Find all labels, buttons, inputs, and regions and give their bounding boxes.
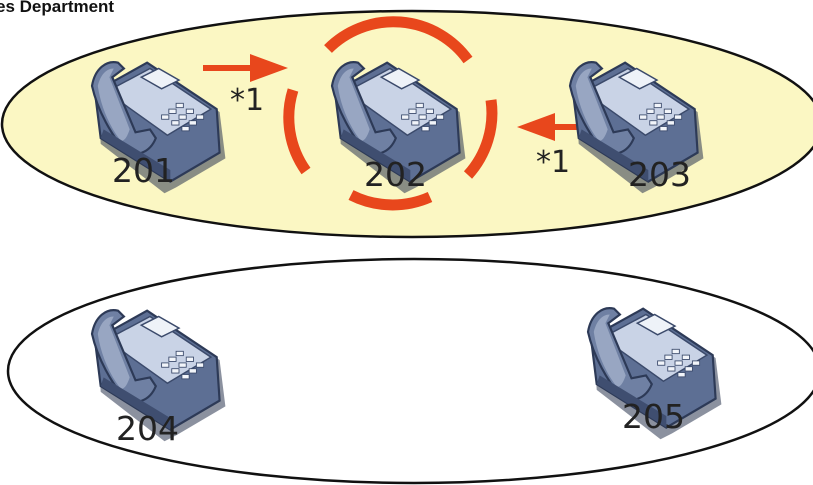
ringing-arc-left (283, 88, 311, 175)
feature-code-203: *1 (536, 145, 571, 180)
ringing-indicator-202 (283, 16, 498, 211)
ringing-arc-top (324, 16, 473, 64)
extension-label-203: 203 (628, 155, 691, 194)
ringing-arc-right (463, 99, 498, 179)
pickup-arrow-201-to-202 (203, 54, 288, 82)
extension-label-205: 205 (622, 397, 685, 436)
extension-label-204: 204 (116, 409, 179, 448)
group-title: es Department (0, 0, 115, 16)
extension-label-201: 201 (112, 151, 175, 190)
feature-code-201: *1 (230, 83, 265, 118)
ringing-arc-bottom (348, 190, 433, 211)
extension-label-202: 202 (364, 155, 427, 194)
